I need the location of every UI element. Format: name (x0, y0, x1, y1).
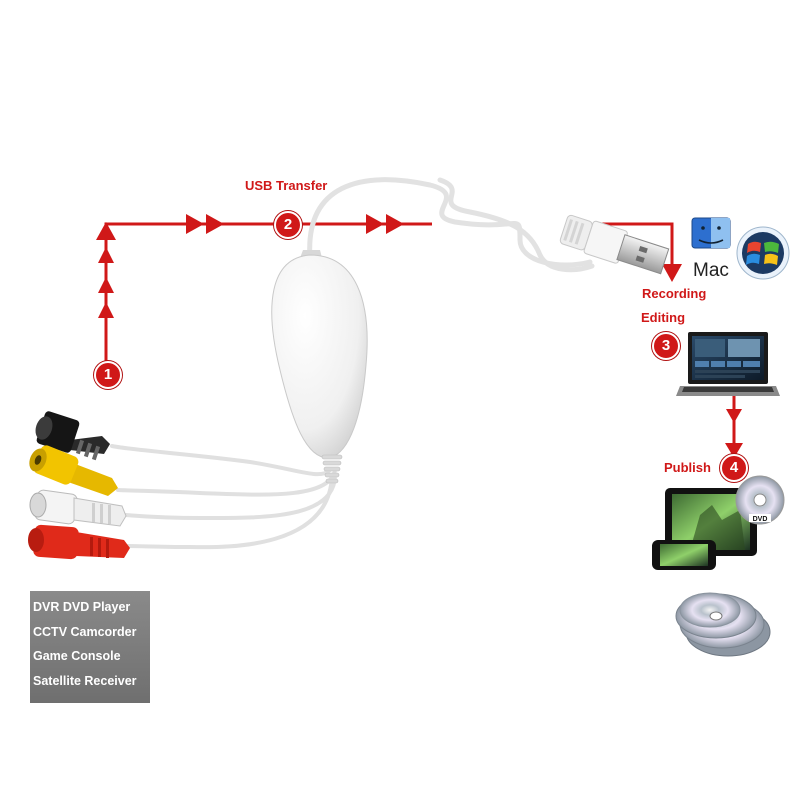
s-video-connector (35, 411, 110, 461)
flow-arrowheads (96, 214, 743, 458)
source-item: CCTV Camcorder (33, 624, 137, 639)
usb-plug (559, 214, 670, 275)
editing-label: Editing (641, 310, 686, 325)
step-1-badge: 1 (94, 361, 122, 389)
publish-label: Publish (664, 460, 711, 475)
usb-cable (307, 177, 595, 273)
source-devices-box: DVR DVD Player CCTV Camcorder Game Conso… (30, 591, 150, 703)
step-4-badge: 4 (720, 454, 748, 482)
step-2-badge: 2 (274, 211, 302, 239)
source-item: Game Console (33, 649, 121, 663)
recording-label: Recording (642, 286, 707, 301)
step-3-badge: 3 (652, 332, 680, 360)
finder-mac-icon (691, 217, 731, 249)
source-item: DVR DVD Player (33, 600, 131, 614)
disc-stack-image (675, 592, 771, 657)
red-rca-connector (28, 524, 130, 560)
windows-logo-icon (736, 226, 790, 280)
source-item: Satellite Receiver (33, 673, 137, 688)
mac-label: Mac (693, 260, 729, 281)
usb-transfer-label: USB Transfer (245, 178, 328, 193)
tablet-phone-publish-image: DVD (652, 475, 785, 570)
yellow-rca-connector (29, 445, 118, 496)
svg-text:DVD: DVD (753, 516, 768, 523)
laptop-editing-image (676, 332, 780, 396)
white-rca-connector (29, 489, 127, 527)
capture-device (271, 250, 368, 484)
av-cables (110, 444, 337, 550)
